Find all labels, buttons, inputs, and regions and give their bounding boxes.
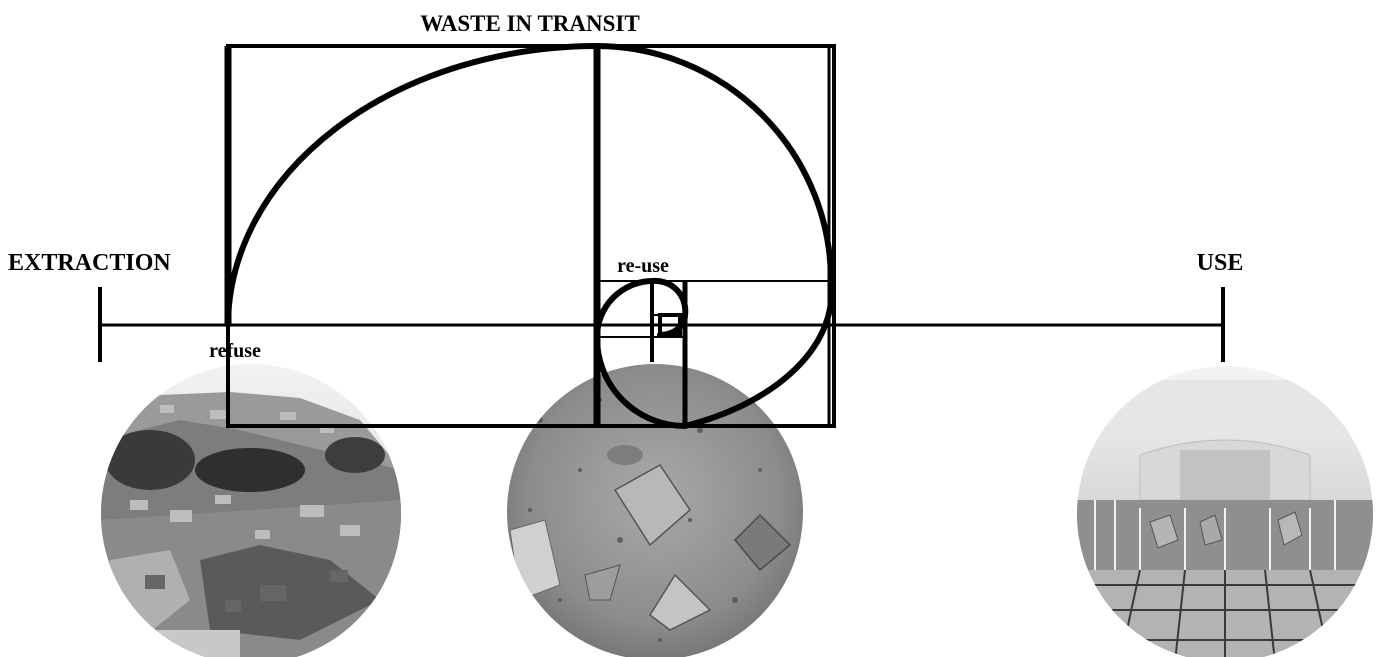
quarry-rubble-photo [100, 362, 402, 657]
refuse-label: refuse [209, 340, 261, 362]
use-label: USE [1197, 250, 1244, 276]
reuse-label: re-use [617, 255, 669, 277]
interior-room-photo [1077, 366, 1373, 657]
title-label: WASTE IN TRANSIT [420, 11, 639, 36]
extraction-label: EXTRACTION [8, 250, 171, 276]
stone-texture-photo [505, 362, 805, 657]
golden-spiral [228, 46, 832, 426]
golden-rectangle-frame [228, 46, 834, 426]
